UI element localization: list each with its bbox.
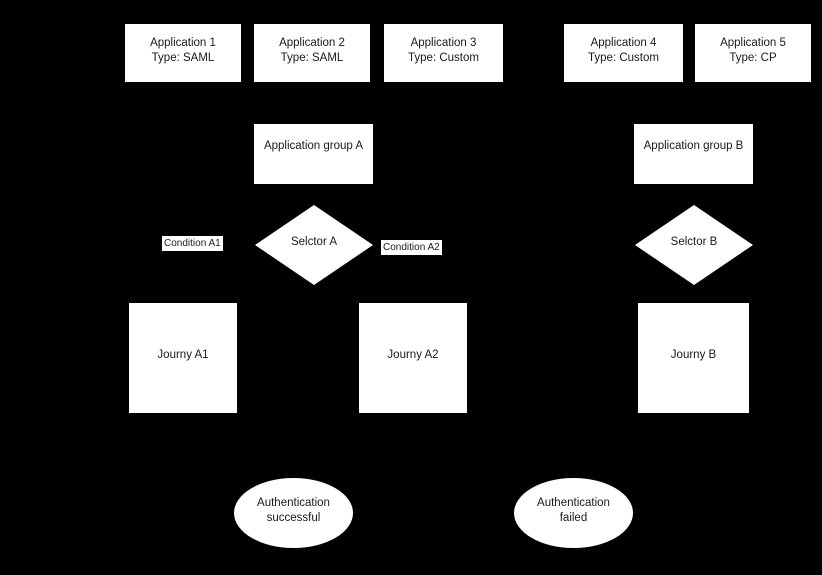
journey-node-a2[interactable]: Journy A2 (359, 303, 467, 413)
journey-node-a1-label: Journy A1 (157, 348, 209, 361)
outcome-node-authentication-successful-label: Authentication successful (257, 497, 330, 524)
application-node-5-label: Application 5 Type: CP (720, 37, 786, 64)
application-node-3-label: Application 3 Type: Custom (408, 37, 479, 64)
selector-node-b[interactable]: Selctor B (635, 205, 753, 285)
journey-node-b[interactable]: Journy B (638, 303, 749, 413)
application-node-1[interactable]: Application 1 Type: SAML (125, 24, 241, 82)
application-node-4[interactable]: Application 4 Type: Custom (564, 24, 683, 82)
journey-node-a2-label: Journy A2 (387, 348, 439, 361)
application-node-1-label: Application 1 Type: SAML (150, 37, 216, 64)
application-node-2[interactable]: Application 2 Type: SAML (254, 24, 370, 82)
application-node-3[interactable]: Application 3 Type: Custom (384, 24, 503, 82)
outcome-node-authentication-failed[interactable]: Authentication failed (514, 478, 633, 548)
application-group-node-a-label: Application group A (263, 139, 364, 152)
outcome-node-authentication-failed-label: Authentication failed (537, 497, 610, 524)
selector-node-a[interactable]: Selctor A (255, 205, 373, 285)
application-group-node-a[interactable]: Application group A (254, 124, 373, 184)
journey-node-a1[interactable]: Journy A1 (129, 303, 237, 413)
selector-node-b-label: Selctor B (670, 235, 718, 248)
application-node-5[interactable]: Application 5 Type: CP (695, 24, 811, 82)
application-node-4-label: Application 4 Type: Custom (588, 37, 659, 64)
outcome-node-authentication-successful[interactable]: Authentication successful (234, 478, 353, 548)
condition-label-a2: Condition A2 (381, 240, 442, 255)
application-group-node-b[interactable]: Application group B (634, 124, 753, 184)
application-group-node-b-label: Application group B (643, 139, 744, 152)
condition-label-a1: Condition A1 (162, 236, 223, 251)
journey-node-b-label: Journy B (670, 348, 717, 361)
selector-node-a-label: Selctor A (290, 235, 338, 248)
application-node-2-label: Application 2 Type: SAML (279, 37, 345, 64)
